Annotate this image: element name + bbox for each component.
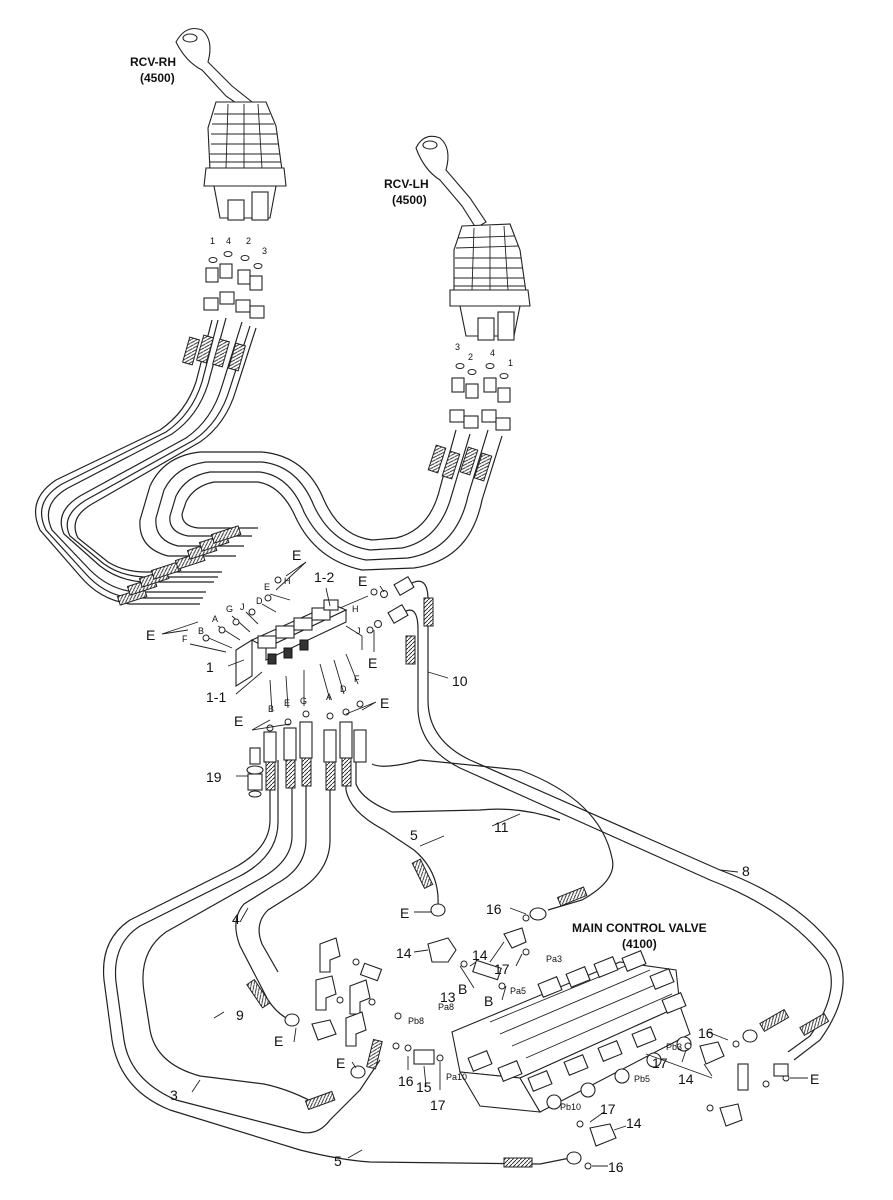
hose-letter: J [240,602,245,612]
hose-letter: E [284,698,290,708]
port-code: Pb8 [408,1016,424,1026]
rcv-rh-joystick [175,27,287,221]
callout-3: 3 [170,1087,178,1103]
callout-e: E [292,547,301,563]
rcv-rh-title: RCV-RH [130,55,176,69]
callout-e: E [358,573,367,589]
callout-14: 14 [396,945,412,961]
hose-set-lower [102,760,571,1165]
mcv-code: (4100) [622,937,657,951]
callout-5: 5 [334,1153,342,1169]
callout-e: E [234,713,243,729]
callout-e: E [400,905,409,921]
callout-b: B [458,981,467,997]
hose-sleeves-block [116,525,242,606]
rcv-rh-hose-bundle [35,317,257,605]
mcv-fittings [284,903,770,1170]
callout-9: 9 [236,1007,244,1023]
callout-e: E [810,1071,819,1087]
hose-letter: G [300,696,307,706]
port-code: Pa5 [510,986,526,996]
callout-leaders [161,561,808,1167]
callout-e: E [368,655,377,671]
callout-10: 10 [452,673,468,689]
callout-e: E [274,1033,283,1049]
rcv-lh-hose-bundle [139,429,503,571]
callout-16: 16 [398,1073,414,1089]
callout-b: B [484,993,493,1009]
callout-11: 11 [494,819,509,835]
terminal-block [235,599,348,687]
port-code: Pa8 [438,1002,454,1012]
rcv-lh-port-label: 4 [490,348,495,358]
callout-5: 5 [410,827,418,843]
hose-letter: G [226,604,233,614]
rcv-rh-port-label: 1 [210,236,215,246]
rcv-lh-port-label: 3 [455,342,460,352]
rcv-rh-port-label: 2 [246,236,251,246]
port-code: Pb10 [560,1102,581,1112]
callout-14: 14 [472,947,488,963]
hose-letter: F [354,674,360,684]
fittings-right-upper [374,576,790,1082]
callout-17: 17 [430,1097,446,1113]
rcv-lh-title: RCV-LH [384,177,429,191]
hose-letter: H [284,576,291,586]
hose-sleeves-right [405,597,830,1037]
hose-letter: B [198,626,204,636]
callout-14: 14 [678,1071,694,1087]
mcv-title: MAIN CONTROL VALVE [572,921,707,935]
plug-19 [246,747,264,798]
hose-letter: E [264,582,270,592]
callout-16: 16 [698,1025,714,1041]
callout-16: 16 [486,901,502,917]
callout-14: 14 [626,1115,642,1131]
callout-15: 15 [416,1079,432,1095]
rcv-lh-port-fittings [449,363,511,431]
rcv-rh-code: (4500) [140,71,175,85]
rcv-rh-port-fittings [203,251,265,319]
callout-17: 17 [494,961,510,977]
callout-16: 16 [608,1159,624,1175]
port-code: Pa3 [546,954,562,964]
rcv-lh-port-label: 2 [468,352,473,362]
rcv-lh-port-label: 1 [508,358,513,368]
hose-letter: D [256,596,263,606]
callout-4: 4 [232,911,240,927]
callout-17: 17 [652,1055,668,1071]
rcv-lh-joystick [415,135,531,341]
hose-letter: J [356,626,361,636]
hose-sleeves-upper [181,334,493,482]
callout-e: E [380,695,389,711]
port-code: Pb5 [634,1074,650,1084]
hose-letter: H [352,604,359,614]
callout-13: 13 [440,989,456,1005]
callout-e: E [146,627,155,643]
rcv-lh-code: (4500) [392,193,427,207]
rcv-rh-port-label: 3 [262,246,267,256]
callout-1: 1 [206,659,214,675]
callout-19: 19 [206,769,222,785]
callout-8: 8 [742,863,750,879]
hose-letter: D [340,684,347,694]
main-control-valve [451,950,692,1113]
port-code: Pa10 [446,1072,467,1082]
callout-1-2: 1-2 [314,569,334,585]
port-code: Pb3 [666,1042,682,1052]
hose-letter: F [182,634,188,644]
callout-17: 17 [600,1101,616,1117]
callout-1-1: 1-1 [206,689,226,705]
rcv-rh-port-label: 4 [226,236,231,246]
hose-letter: A [212,614,218,624]
callout-e: E [336,1055,345,1071]
hose-fittings-block-bottom [246,721,533,1168]
hose-letter: B [268,704,274,714]
